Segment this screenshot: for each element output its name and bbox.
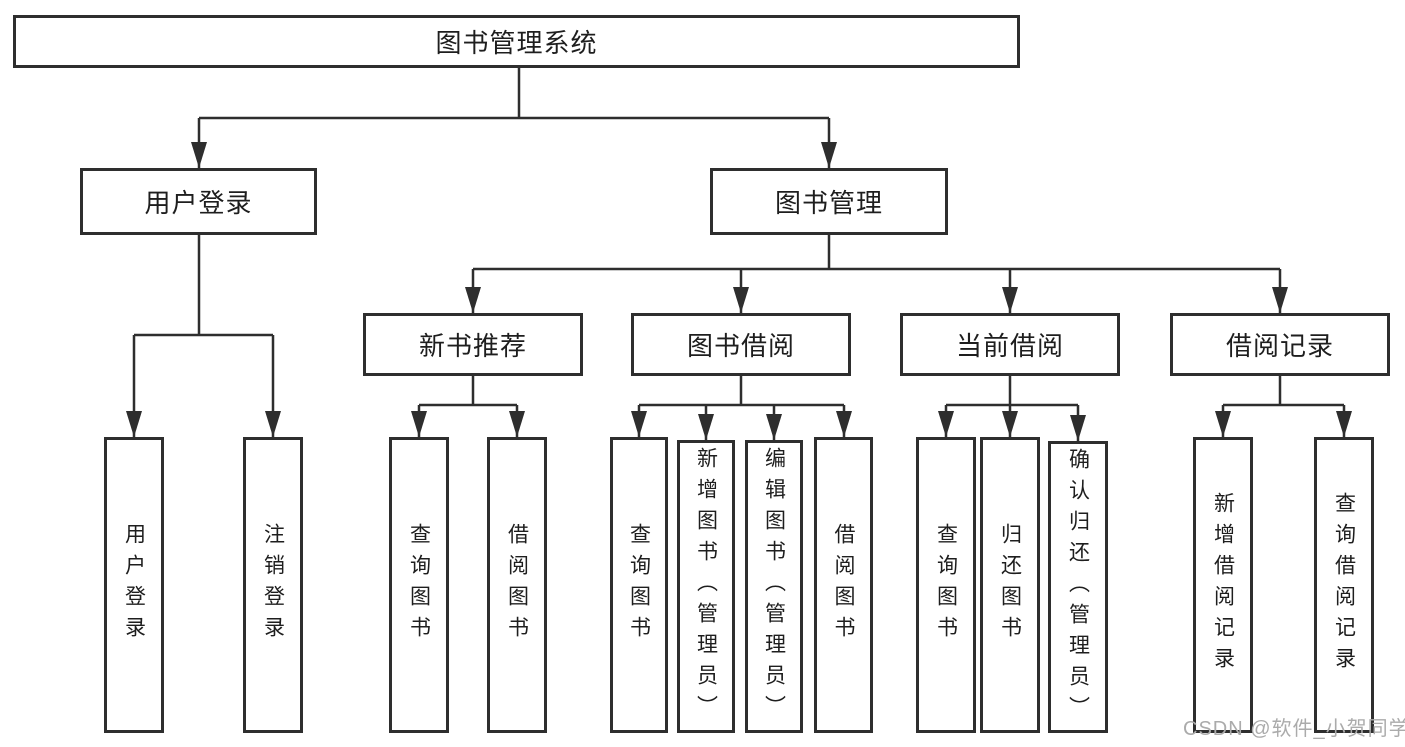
- node-book-borrowing: 图书借阅: [631, 313, 851, 376]
- node-query-books-1: 查询图书: [389, 437, 449, 733]
- node-query-books-2: 查询图书: [610, 437, 668, 733]
- node-logout: 注销登录: [243, 437, 303, 733]
- node-query-books-3: 查询图书: [916, 437, 976, 733]
- csdn-watermark: CSDN @软件_小贺同学: [1183, 718, 1405, 740]
- node-book-management-label: 图书管理: [774, 188, 883, 218]
- node-add-books-admin-label: 新增图书（管理员）: [694, 447, 718, 726]
- node-confirm-return-admin-label: 确认归还（管理员）: [1066, 447, 1090, 727]
- node-add-borrow-record: 新增借阅记录: [1193, 437, 1253, 733]
- node-new-book-recommendation: 新书推荐: [363, 313, 583, 376]
- node-borrow-records-label: 借阅记录: [1225, 331, 1334, 361]
- node-add-borrow-record-label: 新增借阅记录: [1211, 492, 1235, 678]
- node-borrow-books-2: 借阅图书: [814, 437, 873, 733]
- node-query-borrow-record: 查询借阅记录: [1314, 437, 1374, 733]
- node-add-books-admin: 新增图书（管理员）: [677, 440, 735, 733]
- node-borrow-books-1-label: 借阅图书: [505, 523, 529, 647]
- node-borrow-books-2-label: 借阅图书: [832, 523, 855, 647]
- node-new-book-recommendation-label: 新书推荐: [418, 331, 527, 361]
- node-current-borrowing: 当前借阅: [900, 313, 1120, 376]
- node-query-borrow-record-label: 查询借阅记录: [1332, 492, 1356, 678]
- arrowhead-icons: [126, 142, 1352, 441]
- node-return-books: 归还图书: [980, 437, 1040, 733]
- node-edit-books-admin: 编辑图书（管理员）: [745, 440, 803, 733]
- node-book-management: 图书管理: [710, 168, 948, 235]
- node-query-books-3-label: 查询图书: [934, 523, 958, 647]
- node-query-books-2-label: 查询图书: [627, 523, 651, 647]
- node-confirm-return-admin: 确认归还（管理员）: [1048, 441, 1108, 733]
- node-book-borrowing-label: 图书借阅: [686, 331, 795, 361]
- node-borrow-records: 借阅记录: [1170, 313, 1390, 376]
- node-query-books-1-label: 查询图书: [407, 523, 431, 647]
- node-user-login: 用户登录: [80, 168, 317, 235]
- node-edit-books-admin-label: 编辑图书（管理员）: [762, 447, 786, 726]
- node-user-login-label: 用户登录: [144, 188, 253, 218]
- node-root: 图书管理系统: [13, 15, 1020, 68]
- node-user-login-leaf-label: 用户登录: [122, 523, 146, 647]
- node-logout-label: 注销登录: [261, 523, 285, 647]
- connector-lines: [132, 68, 1346, 441]
- node-root-label: 图书管理系统: [435, 28, 598, 58]
- node-return-books-label: 归还图书: [998, 523, 1022, 647]
- node-current-borrowing-label: 当前借阅: [955, 331, 1064, 361]
- node-borrow-books-1: 借阅图书: [487, 437, 547, 733]
- node-user-login-leaf: 用户登录: [104, 437, 164, 733]
